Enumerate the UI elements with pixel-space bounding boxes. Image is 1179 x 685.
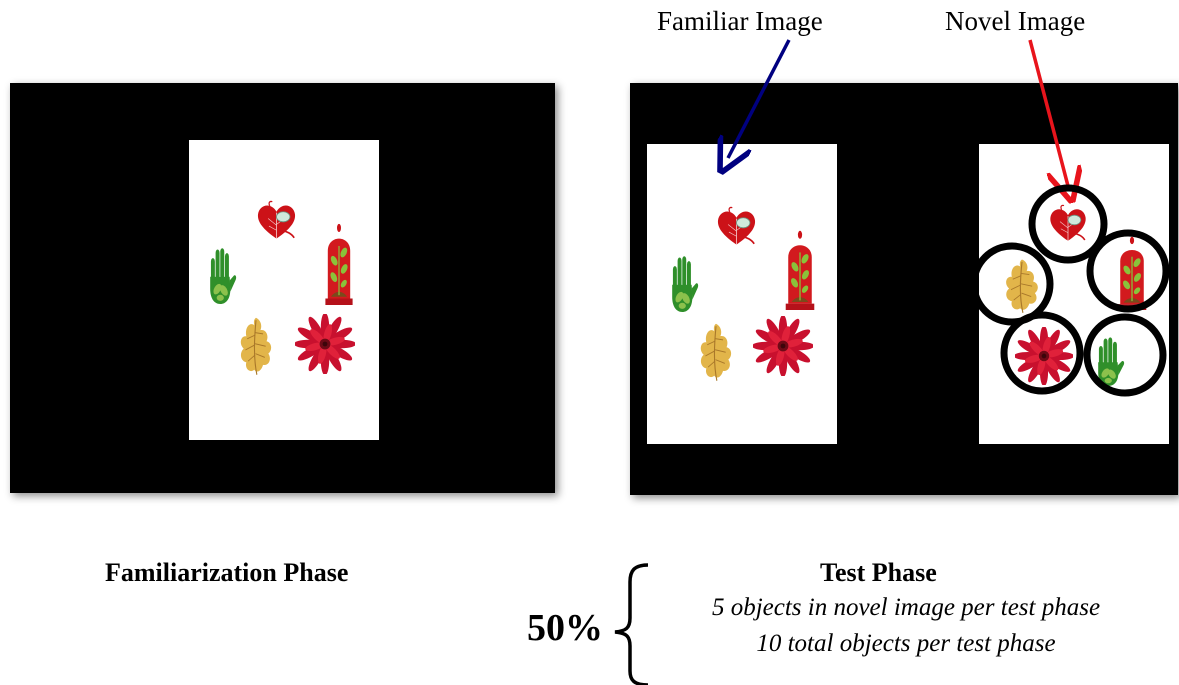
test-screen	[630, 83, 1178, 495]
highlight-circle-golden-leaf	[970, 242, 1054, 326]
familiarization-screen	[10, 83, 555, 493]
percent-label: 50%	[527, 607, 603, 649]
familiar-arrow	[728, 39, 791, 158]
familiar-image-panel	[647, 144, 837, 444]
familiar-image-label: Familiar Image	[657, 6, 823, 36]
highlight-circle-heart-leaf	[1028, 184, 1108, 264]
novel-image-label: Novel Image	[945, 6, 1086, 36]
test-note-line-2: 10 total objects per test phase	[756, 630, 1056, 657]
novel-arrow	[1028, 39, 1068, 186]
highlight-circle-red-flower	[1000, 311, 1084, 395]
curly-brace	[614, 563, 649, 685]
highlight-circle-plant-jar	[1086, 229, 1170, 313]
highlight-circle-green-hand	[1083, 313, 1167, 397]
test-note-line-1: 5 objects in novel image per test phase	[711, 594, 1101, 621]
familiarization-phase-title: Familiarization Phase	[105, 558, 349, 587]
test-phase-title: Test Phase	[820, 558, 937, 587]
familiarization-image	[189, 140, 379, 440]
